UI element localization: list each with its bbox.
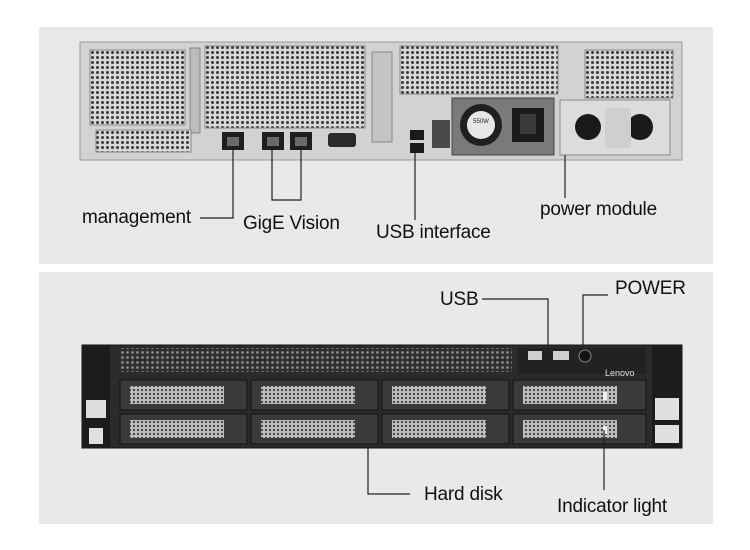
front-chassis: Lenovo	[81, 344, 683, 449]
management-port	[222, 132, 244, 150]
usb-ports-rear	[410, 130, 424, 153]
rear-leader-lines	[200, 150, 566, 220]
usb-ports-front	[528, 351, 569, 360]
label-management: management	[82, 207, 191, 228]
front-leader-lines	[367, 294, 608, 495]
drive-bay	[119, 379, 248, 411]
rack-ear-right	[652, 345, 682, 448]
rear-chassis: 550W	[79, 41, 683, 161]
label-usb-interface: USB interface	[376, 222, 491, 243]
drive-bay	[512, 413, 647, 445]
drive-bay	[250, 379, 379, 411]
power-supply-2	[559, 99, 671, 156]
label-indicator-light: Indicator light	[557, 496, 668, 517]
label-power: POWER	[615, 278, 686, 299]
drive-bay	[381, 413, 510, 445]
drive-bay	[250, 413, 379, 445]
gige-port-2	[290, 132, 312, 150]
rack-ear-left	[82, 345, 110, 448]
label-gige-vision: GigE Vision	[243, 213, 340, 234]
drive-bay	[119, 413, 248, 445]
power-supply-1: 550W	[451, 97, 555, 156]
label-hard-disk: Hard disk	[424, 484, 503, 505]
psu-rating-text: 550W	[473, 119, 489, 125]
label-usb: USB	[440, 289, 479, 310]
label-power-module: power module	[540, 199, 657, 220]
brand-logo: Lenovo	[605, 368, 635, 378]
power-button	[578, 349, 592, 363]
indicator-light	[603, 392, 607, 400]
drive-bay	[512, 379, 647, 411]
gige-port-1	[262, 132, 284, 150]
indicator-light	[603, 426, 607, 434]
drive-bay	[381, 379, 510, 411]
drive-bays	[119, 379, 647, 445]
